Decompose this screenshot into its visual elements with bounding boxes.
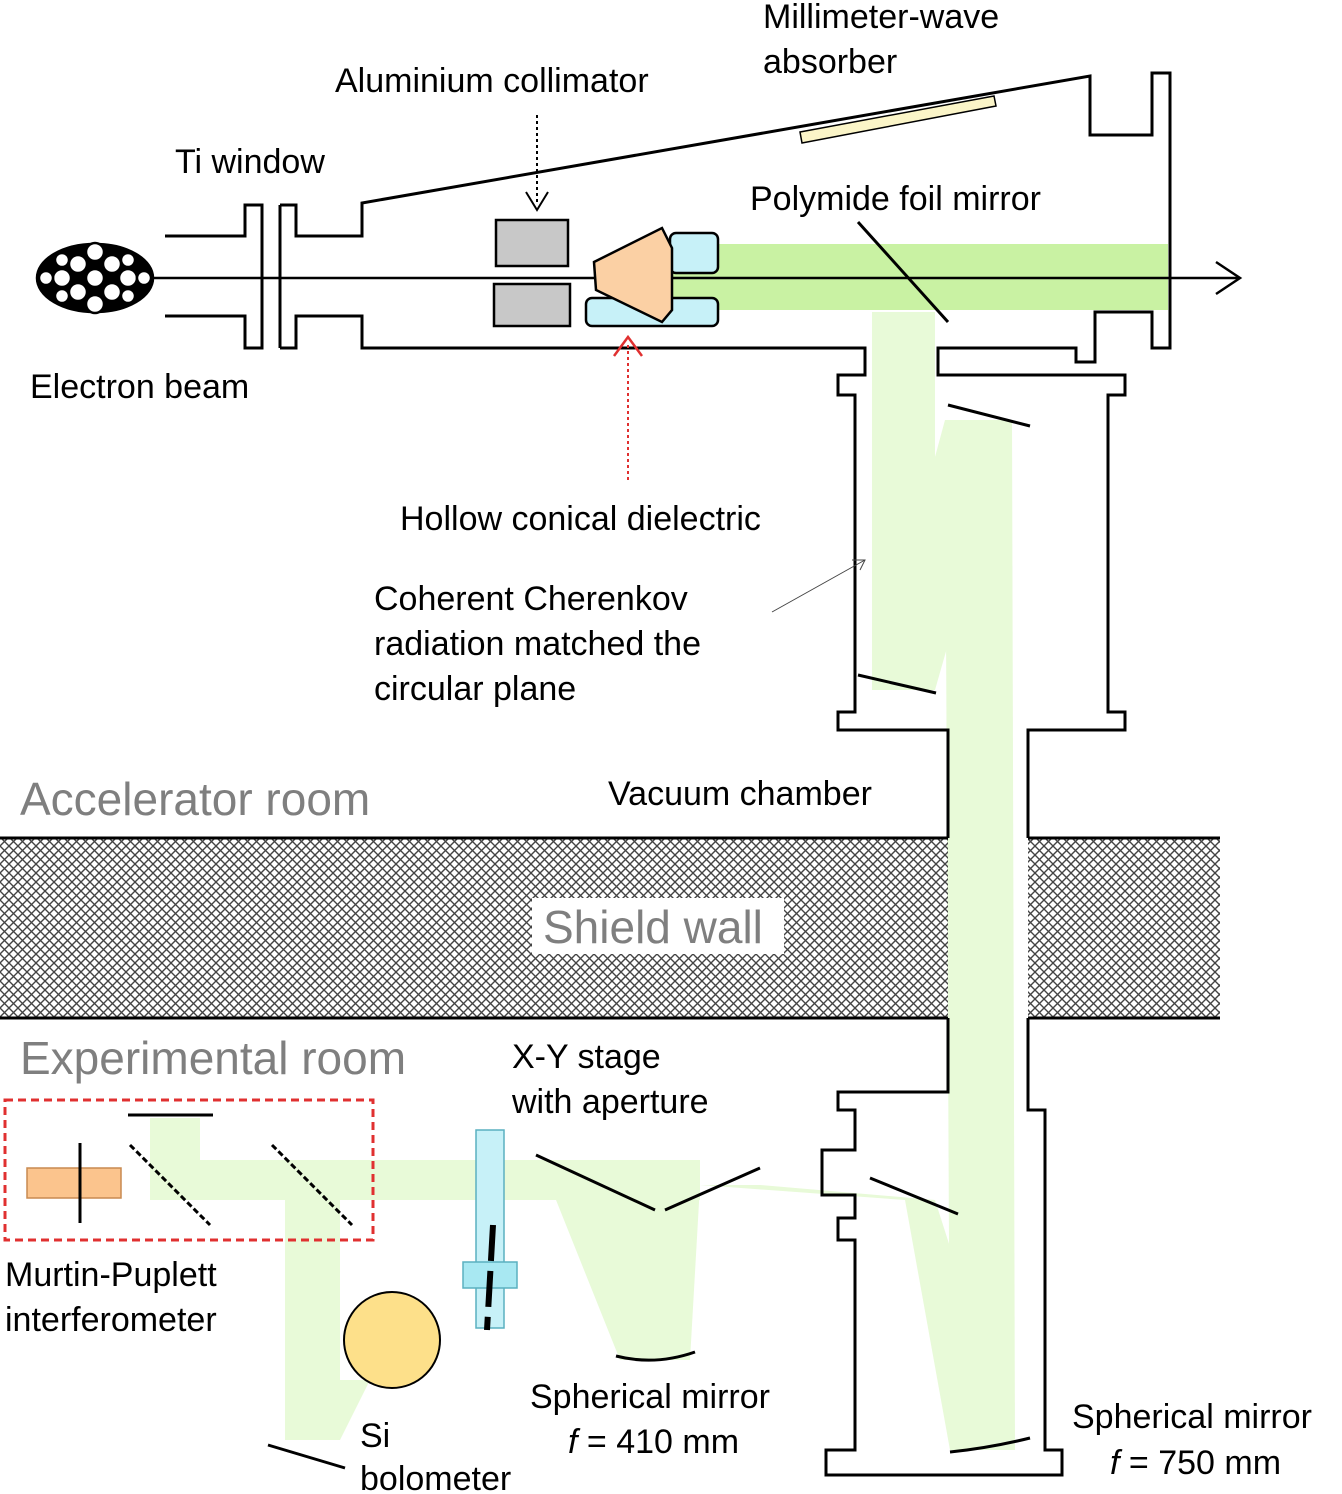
label-ccr-1: Coherent Cherenkov [374,580,688,618]
xy-stage [462,1129,518,1331]
millimeter-wave-absorber [799,95,997,144]
radiation-detector-tail [285,1380,370,1440]
label-xy-stage-2: with aperture [511,1083,709,1121]
hollow-conical-dielectric [592,226,674,324]
label-mm-absorber-2: absorber [763,43,897,81]
electron-bunch-icon [35,241,155,315]
label-vacuum-chamber: Vacuum chamber [608,775,872,813]
label-si-2: bolometer [360,1460,511,1494]
interferometer-source [26,1167,122,1199]
upper-chamber-outline [165,71,1172,838]
annotation-arrows [525,115,866,613]
radiation-horizontal [200,1160,700,1200]
radiation-paths [150,312,1015,1450]
beam-axis [153,260,1243,296]
flat-mirror-3 [869,1176,959,1216]
label-accelerator-room: Accelerator room [20,773,370,825]
aluminium-collimator [492,218,572,328]
label-ti-window: Ti window [175,143,325,181]
label-interferometer-2: interferometer [5,1301,217,1339]
xy-mirror-right [664,1166,761,1212]
shield-wall [0,836,1220,1020]
label-mm-absorber-1: Millimeter-wave [763,0,999,36]
flat-mirror-2 [857,673,937,695]
detector-mirror [267,1443,346,1470]
label-ccr-2: radiation matched the [374,625,701,663]
radiation-to-sph410 [540,1160,700,1360]
radiation-interf-up [150,1118,200,1200]
label-sph410-val: = 410 mm [577,1423,739,1461]
radiation-long-down [945,420,1015,1450]
label-polymide-mirror: Polymide foil mirror [750,180,1041,218]
label-sph750-2: f = 750 mm [1110,1444,1281,1482]
label-sph410-1: Spherical mirror [530,1378,770,1416]
label-al-collimator: Aluminium collimator [335,62,649,100]
label-shield-wall: Shield wall [543,901,763,953]
radiation-to-left [700,1185,935,1200]
label-experimental-room: Experimental room [20,1032,406,1084]
label-sph750-1: Spherical mirror [1072,1398,1312,1436]
radiation-reflect-2 [905,1200,1015,1450]
label-interferometer-1: Murtin-Puplett [5,1256,217,1294]
text-labels: Millimeter-wave absorber Aluminium colli… [5,0,1312,1494]
radiation-to-detector [285,1180,340,1440]
lower-chamber-outline [820,1018,1064,1477]
label-electron-beam: Electron beam [30,368,249,406]
flat-mirror-1 [947,403,1031,428]
label-sph410-2: f = 410 mm [568,1423,739,1461]
polymide-foil-mirror [856,220,950,324]
label-ccr-3: circular plane [374,670,576,708]
mirrors [267,220,1031,1470]
spherical-mirror-750 [949,1436,1031,1454]
label-xy-stage-1: X-Y stage [512,1038,661,1076]
label-si-1: Si [360,1417,390,1455]
spherical-mirror-410 [615,1350,696,1362]
xy-mirror-left [535,1153,656,1212]
interferometer-box [3,1098,375,1242]
label-sph750-val: = 750 mm [1119,1444,1281,1482]
label-hollow-cone: Hollow conical dielectric [400,500,761,538]
si-bolometer [343,1291,441,1389]
